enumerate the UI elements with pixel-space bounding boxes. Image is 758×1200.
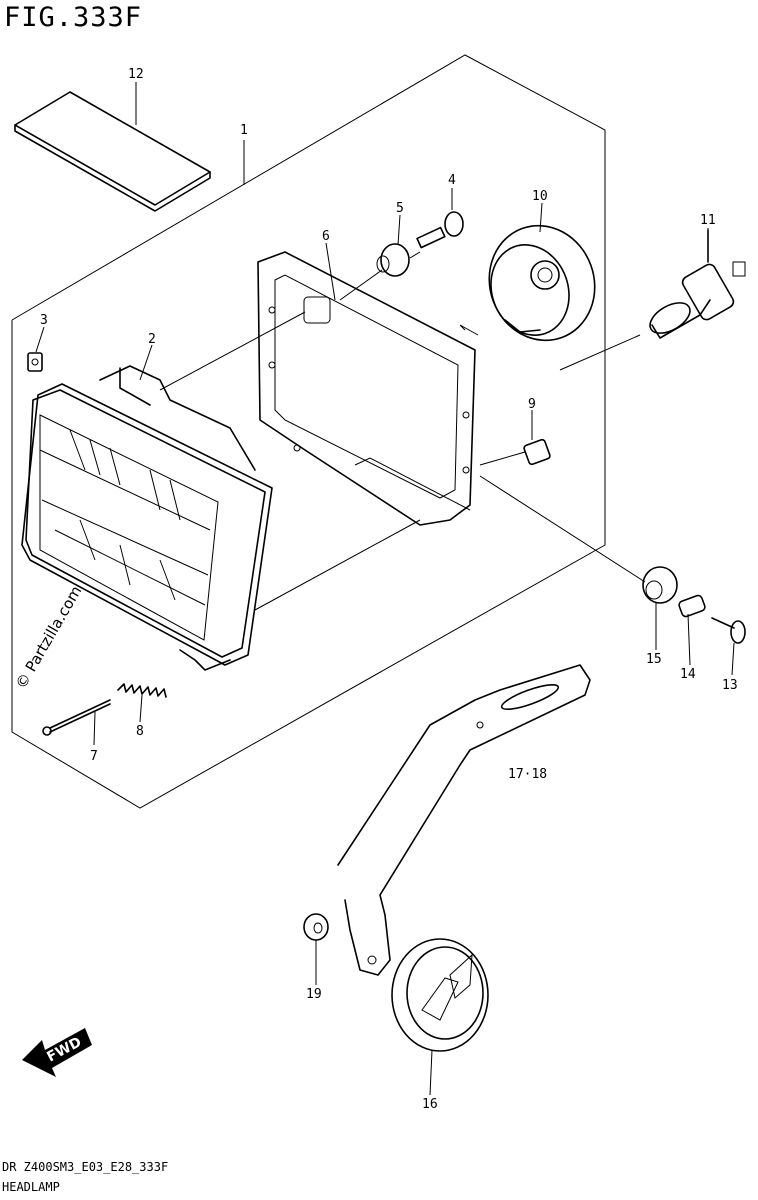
part-11-bulb[interactable]: [645, 229, 746, 339]
part-12-pad[interactable]: [14, 91, 211, 212]
callout-15: 15: [646, 652, 662, 667]
part-3-nut[interactable]: [27, 352, 43, 372]
fwd-arrow-icon: FWD: [22, 1028, 92, 1077]
part-4-screw[interactable]: [416, 211, 464, 249]
callout-16: 16: [422, 1097, 438, 1112]
callout-9: 9: [528, 397, 536, 412]
callout-2: 2: [148, 332, 156, 347]
part-10-socket-cover[interactable]: [473, 211, 610, 356]
figure-title: FIG.333F: [4, 2, 143, 33]
watermark: © Partzilla.com: [12, 583, 85, 692]
part-7-bolt[interactable]: [42, 699, 111, 736]
callout-19: 19: [306, 987, 322, 1002]
callout-6: 6: [322, 229, 330, 244]
part-9-nut[interactable]: [523, 438, 551, 466]
part-2-headlamp-unit[interactable]: [21, 365, 273, 671]
callout-4: 4: [448, 173, 456, 188]
part-14-collar[interactable]: [678, 594, 706, 618]
callout-1: 1: [240, 123, 248, 138]
callout-8: 8: [136, 724, 144, 739]
part-16-reflector[interactable]: [391, 938, 489, 1052]
callout-10: 10: [532, 189, 548, 204]
part-5-grommet[interactable]: [376, 243, 410, 277]
callout-7: 7: [90, 749, 98, 764]
callout-12: 12: [128, 67, 144, 82]
part-17-18-bracket[interactable]: [337, 664, 591, 976]
part-19-nut[interactable]: [303, 913, 329, 941]
callout-3: 3: [40, 313, 48, 328]
figure-name: HEADLAMP: [2, 1180, 60, 1194]
part-15-grommet[interactable]: [642, 566, 678, 604]
leader-lines: [35, 82, 735, 1096]
callout-14: 14: [680, 667, 696, 682]
callout-5: 5: [396, 201, 404, 216]
callout-11: 11: [700, 213, 716, 228]
part-13-screw[interactable]: [711, 617, 746, 644]
callout-13: 13: [722, 678, 738, 693]
callout-17-18: 17·18: [508, 767, 547, 782]
part-6-frame[interactable]: [257, 251, 476, 526]
assembly-outline: [11, 54, 606, 809]
figure-code: DR Z400SM3_E03_E28_333F: [2, 1160, 169, 1174]
part-8-spring[interactable]: [117, 683, 167, 698]
